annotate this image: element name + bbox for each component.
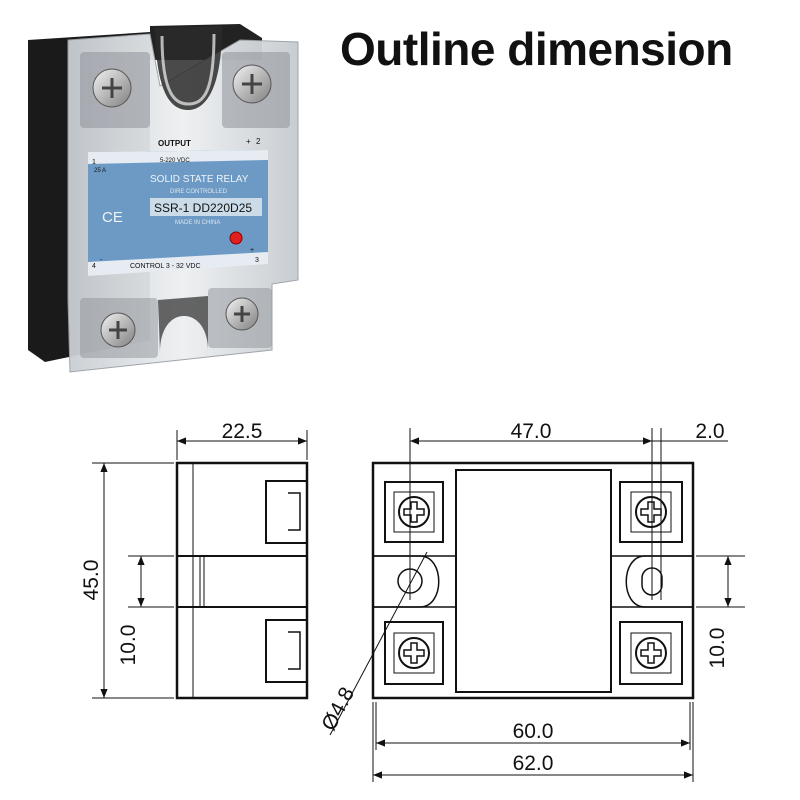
led-indicator [229,231,243,245]
terminal-2 [619,481,683,543]
terminal-3 [619,621,683,685]
minus-bottom-label: - [100,257,103,264]
control-label: CONTROL 3 - 32 VDC [130,263,201,270]
side-view [92,430,309,700]
screw-icon [630,491,672,533]
side-height-label: 45.0 [80,560,103,601]
hole-diameter-label: Ø4.8 [317,683,359,734]
terminal-2-label: 2 [256,137,261,146]
product-name: SOLID STATE RELAY [150,174,249,185]
plus-top-label: + [246,137,251,146]
output-voltage: 5-220 VDC [160,158,190,164]
page-title: Outline dimension [340,23,733,75]
screw-icon [393,632,435,674]
top-slot-label: 10.0 [706,628,729,669]
outer-width-label: 62.0 [513,752,554,775]
side-terminal-top [265,480,308,544]
made-in: MADE IN CHINA [175,220,220,226]
terminal-1-label: 1 [92,159,96,166]
terminal-4-label: 4 [92,263,96,270]
plus-bottom-label: + [250,247,254,254]
relay-photo: OUTPUT 5-220 VDC 25 A SOLID STATE RELAY … [28,24,299,373]
current-rating: 25 A [94,168,106,174]
terminal-3-label: 3 [255,257,259,264]
side-terminal-bottom [265,619,308,683]
screw-icon [630,632,672,674]
side-slot-label: 10.0 [117,625,140,666]
top-label-area [455,469,612,693]
model-number: SSR-1 DD220D25 [154,201,252,215]
ce-mark: CE [102,209,123,226]
terminal-spacing-label: 47.0 [511,420,552,443]
inner-width-label: 60.0 [513,720,554,743]
side-body [175,461,309,700]
output-label: OUTPUT [158,139,191,148]
screw-icon [393,491,435,533]
side-width-label: 22.5 [222,420,263,443]
terminal-1 [384,481,444,543]
top-recess [155,26,222,110]
top-view [329,428,745,782]
product-subtitle: DIRE CONTROLLED [170,189,228,195]
top-body [371,461,695,700]
offset-label: 2.0 [695,420,724,443]
terminal-4 [384,621,444,685]
